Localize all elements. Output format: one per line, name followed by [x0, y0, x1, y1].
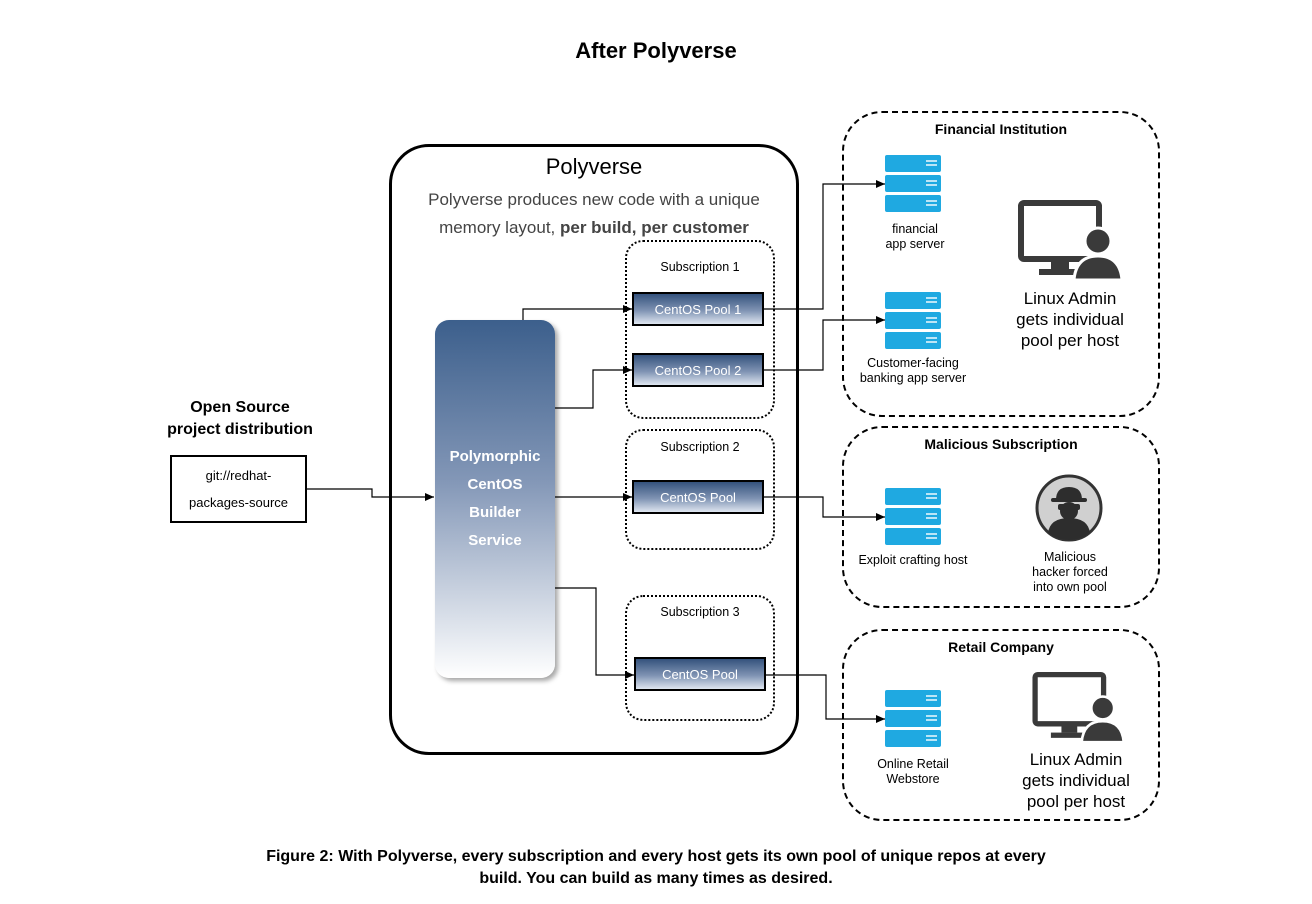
subscription-1-label: Subscription 1: [660, 260, 740, 274]
financial-app-server-line2: app server: [885, 237, 945, 251]
linux-admin-icon: [1018, 200, 1124, 287]
subscription-1-box: [625, 240, 775, 419]
banking-app-server-line1: Customer-facing: [867, 356, 959, 370]
hacker-line2: hacker forced: [1032, 565, 1108, 579]
polyverse-container: [389, 144, 799, 755]
webstore-line1: Online Retail: [877, 757, 949, 771]
source-repo-line1: git://redhat-: [205, 468, 272, 483]
financial-app-server-label: financial app server: [855, 222, 975, 252]
figure-caption: Figure 2: With Polyverse, every subscrip…: [120, 846, 1192, 890]
arrow-pool1-to-financial-server: [764, 180, 885, 310]
source-heading: Open Source project distribution: [155, 397, 325, 441]
polyverse-desc-line1: Polyverse produces new code with a uniqu…: [428, 190, 760, 209]
arrow-sub2-pool-to-exploit-host: [764, 496, 885, 521]
financial-institution-title: Financial Institution: [934, 121, 1068, 137]
builder-line1: Polymorphic: [449, 448, 541, 465]
arrow-builder-to-sub3-pool: [555, 587, 634, 679]
caption-line1: Figure 2: With Polyverse, every subscrip…: [266, 848, 1046, 865]
subscription-1-pool-1: CentOS Pool 1: [632, 292, 764, 326]
hacker-line3: into own pool: [1033, 580, 1107, 594]
diagram-title: After Polyverse: [575, 38, 737, 63]
banking-app-server-icon: [885, 292, 943, 355]
retail-admin-label: Linux Admin gets individual pool per hos…: [1003, 749, 1149, 812]
subscription-3-pool: CentOS Pool: [634, 657, 766, 691]
webstore-label: Online Retail Webstore: [853, 757, 973, 787]
retail-linux-admin-icon: [1032, 672, 1126, 749]
financial-app-server-icon: [885, 155, 943, 218]
hacker-line1: Malicious: [1043, 550, 1097, 564]
malicious-subscription-title: Malicious Subscription: [924, 436, 1078, 452]
arrow-builder-to-pool1: [522, 305, 632, 320]
polyverse-description: Polyverse produces new code with a uniqu…: [389, 186, 799, 242]
source-heading-line1: Open Source: [190, 399, 290, 416]
polyverse-desc-emphasis: per build, per customer: [560, 218, 749, 237]
retail-admin-line3: pool per host: [1026, 792, 1126, 811]
arrow-builder-to-pool2: [555, 366, 632, 409]
polyverse-desc-line2-prefix: memory layout,: [439, 218, 560, 237]
financial-app-server-line1: financial: [892, 222, 938, 236]
subscription-3-label: Subscription 3: [660, 605, 740, 619]
retail-admin-line2: gets individual: [1022, 771, 1130, 790]
hacker-icon: [1034, 473, 1104, 548]
retail-admin-line1: Linux Admin: [1029, 750, 1123, 769]
retail-company-title: Retail Company: [948, 639, 1054, 655]
subscription-2-label: Subscription 2: [660, 440, 740, 454]
financial-admin-line1: Linux Admin: [1023, 289, 1117, 308]
builder-line4: Service: [468, 532, 522, 549]
financial-admin-label: Linux Admin gets individual pool per hos…: [995, 288, 1145, 351]
polyverse-desc-line2: memory layout, per build, per customer: [389, 214, 799, 242]
subscription-2-box: [625, 429, 775, 550]
hacker-label: Malicious hacker forced into own pool: [1010, 550, 1130, 595]
subscription-2-pool: CentOS Pool: [632, 480, 764, 514]
exploit-host-label: Exploit crafting host: [858, 553, 968, 567]
arrow-source-to-builder: [307, 488, 434, 501]
financial-institution-group: [842, 111, 1160, 417]
builder-line2: CentOS: [467, 476, 523, 493]
builder-service-box: Polymorphic CentOS Builder Service: [435, 320, 555, 678]
financial-admin-line2: gets individual: [1016, 310, 1124, 329]
banking-app-server-label: Customer-facing banking app server: [845, 356, 981, 386]
financial-admin-line3: pool per host: [1020, 331, 1120, 350]
retail-company-group: [842, 629, 1160, 821]
caption-line2: build. You can build as many times as de…: [479, 870, 833, 887]
polyverse-title: Polyverse: [545, 154, 643, 179]
arrow-pool2-to-banking-server: [764, 316, 885, 371]
malicious-subscription-group: [842, 426, 1160, 608]
source-repo-line2: packages-source: [189, 495, 288, 510]
subscription-3-box: [625, 595, 775, 721]
source-heading-line2: project distribution: [167, 421, 313, 438]
banking-app-server-line2: banking app server: [859, 371, 967, 385]
webstore-server-icon: [885, 690, 943, 753]
subscription-1-pool-2: CentOS Pool 2: [632, 353, 764, 387]
source-repo-box: git://redhat- packages-source: [170, 455, 307, 523]
webstore-line2: Webstore: [886, 772, 940, 786]
exploit-host-server-icon: [885, 488, 943, 551]
builder-line3: Builder: [469, 504, 521, 521]
